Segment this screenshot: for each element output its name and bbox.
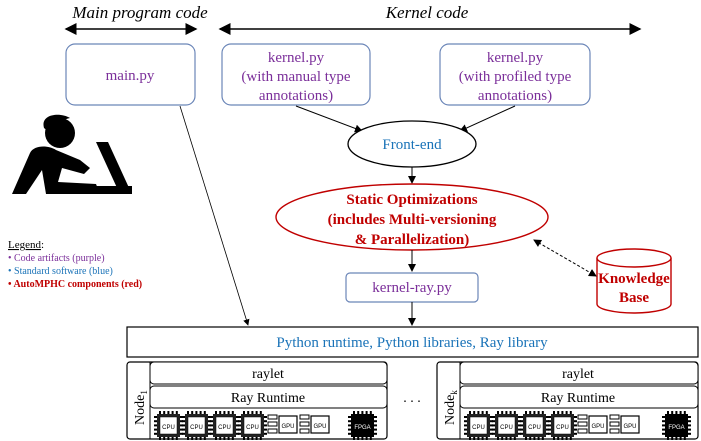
- kernel-ray-label: kernel-ray.py: [372, 280, 452, 296]
- arrow-opt-knowledge: [533, 239, 597, 277]
- main-py-box: [65, 43, 196, 106]
- nodek-fpga-icon: FPGA: [662, 411, 691, 440]
- nodek-fpga-icon-label: FPGA: [668, 425, 684, 431]
- kernel-profiled-box: [439, 43, 591, 106]
- nodek-cpu-icon-4-label: CPU: [556, 425, 569, 431]
- python-runtime-bar: [126, 326, 699, 358]
- nodek-gpu-icon-2: GPU: [609, 414, 640, 434]
- kernel-manual-box: [221, 43, 371, 106]
- arrow-manual-to-frontend: [295, 105, 363, 133]
- nodek-cpu-icon-2-label: CPU: [500, 425, 513, 431]
- node1-cpu-icon-4: CPU: [238, 411, 267, 440]
- arrow-main-to-runtime: [179, 105, 250, 326]
- node1-gpu-icon-2: GPU: [299, 414, 330, 434]
- static-opt-line3: & Parallelization): [355, 232, 470, 248]
- static-opt-line1: Static Optimizations: [346, 192, 477, 208]
- nodek-gpu-icon-1: GPU: [577, 414, 608, 434]
- kernel-profiled-line3: annotations): [478, 88, 552, 104]
- header-main-program: Main program code: [71, 3, 208, 22]
- nodek-raylet: raylet: [562, 367, 594, 382]
- nodek-cpu-icon-1: CPU: [464, 411, 493, 440]
- arrow-profiled-to-frontend: [459, 105, 516, 132]
- nodek-label: Nodek: [443, 390, 459, 425]
- hardware-icons: CPU CPU CPU CPU GPU GPU FPGA CPU CPU CPU CPU GPU GPU…: [154, 411, 691, 440]
- node1-fpga-icon-label: FPGA: [354, 425, 370, 431]
- main-py-label: main.py: [106, 68, 155, 84]
- nodes-ellipsis: . . .: [403, 391, 421, 406]
- node1-label: Node1: [133, 390, 149, 425]
- knowledge-base-node: [596, 248, 672, 314]
- nodek-ray-runtime: Ray Runtime: [541, 391, 615, 406]
- header-kernel: Kernel code: [385, 3, 469, 22]
- kernel-profiled-line2: (with profiled type: [459, 69, 572, 85]
- node1-ray-runtime: Ray Runtime: [231, 391, 305, 406]
- programmer-icon: [12, 114, 132, 194]
- nodek-cpu-icon-3: CPU: [520, 411, 549, 440]
- kernel-manual-line3: annotations): [259, 88, 333, 104]
- kernel-manual-line1: kernel.py: [268, 50, 325, 66]
- node1-gpu-icon-2-label: GPU: [313, 424, 326, 430]
- node1-cpu-icon-1-label: CPU: [162, 425, 175, 431]
- legend-item-automphc: • AutoMPHC components (red): [8, 279, 142, 290]
- node1-cpu-icon-1: CPU: [154, 411, 183, 440]
- kernel-manual-line2: (with manual type: [241, 69, 350, 85]
- node1-raylet: raylet: [252, 367, 284, 382]
- legend-item-software: • Standard software (blue): [8, 266, 113, 277]
- node1-cpu-icon-2: CPU: [182, 411, 211, 440]
- nodek-gpu-icon-1-label: GPU: [591, 424, 604, 430]
- nodek-cpu-icon-2: CPU: [492, 411, 521, 440]
- legend-item-code: • Code artifacts (purple): [8, 253, 105, 264]
- node1-fpga-icon: FPGA: [348, 411, 377, 440]
- nodek-cpu-icon-3-label: CPU: [528, 425, 541, 431]
- node1-cpu-icon-2-label: CPU: [190, 425, 203, 431]
- python-runtime-label: Python runtime, Python libraries, Ray li…: [276, 335, 548, 351]
- node1-gpu-icon-1-label: GPU: [281, 424, 294, 430]
- nodek-gpu-icon-2-label: GPU: [623, 424, 636, 430]
- node1-cpu-icon-4-label: CPU: [246, 425, 259, 431]
- node1-cpu-icon-3: CPU: [210, 411, 239, 440]
- knowledge-base-line2: Base: [619, 290, 649, 306]
- node1-cpu-icon-3-label: CPU: [218, 425, 231, 431]
- nodek-cpu-icon-4: CPU: [548, 411, 577, 440]
- legend-title: Legend:: [8, 239, 44, 251]
- nodek-cpu-icon-1-label: CPU: [472, 425, 485, 431]
- static-opt-line2: (includes Multi-versioning: [328, 212, 497, 228]
- frontend-label: Front-end: [382, 137, 442, 153]
- kernel-profiled-line1: kernel.py: [487, 50, 544, 66]
- knowledge-base-line1: Knowledge: [598, 271, 670, 287]
- node1-gpu-icon-1: GPU: [267, 414, 298, 434]
